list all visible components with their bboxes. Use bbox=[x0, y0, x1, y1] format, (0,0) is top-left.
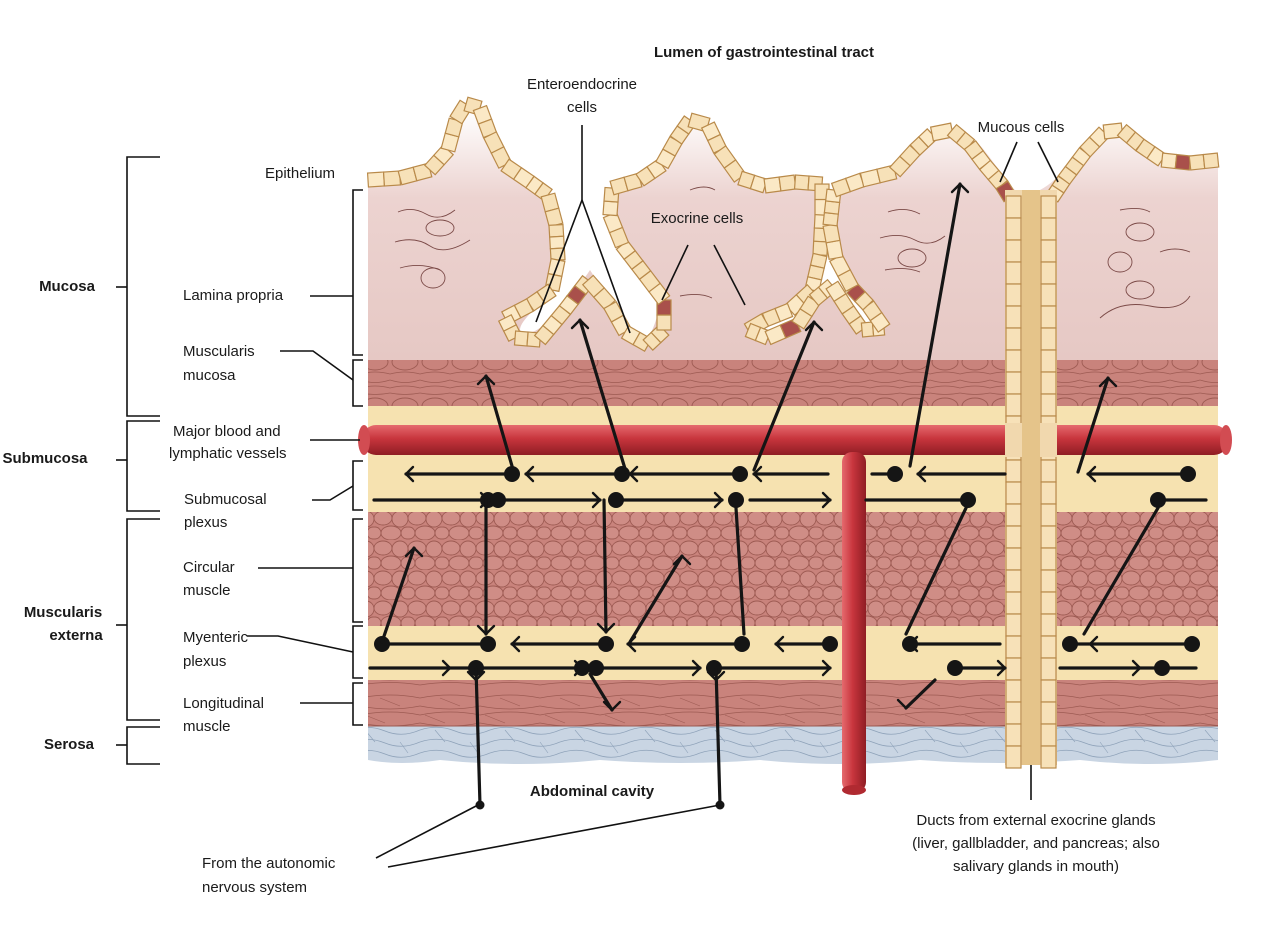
muscularis-mucosa-label-1: Muscularis bbox=[183, 343, 255, 360]
exocrine-duct bbox=[1005, 190, 1057, 769]
abdominal-cavity-label: Abdominal cavity bbox=[530, 783, 655, 800]
circular-muscle-label-2: muscle bbox=[183, 582, 231, 599]
labels: Lumen of gastrointestinal tract Abdomina… bbox=[2, 44, 1159, 896]
lumen-title: Lumen of gastrointestinal tract bbox=[654, 44, 874, 61]
muscularis-externa-label-2: externa bbox=[49, 627, 103, 644]
ducts-label-3: salivary glands in mouth) bbox=[953, 858, 1119, 875]
vertical-blood-vessel bbox=[842, 452, 866, 792]
epithelium-cells bbox=[366, 96, 1220, 352]
lumen-space bbox=[368, 101, 1218, 345]
exocrine-label: Exocrine cells bbox=[651, 210, 744, 227]
autonomic-label-1: From the autonomic bbox=[202, 855, 336, 872]
enteroendocrine-label-1: Enteroendocrine bbox=[527, 76, 637, 93]
submucosa-bracket bbox=[126, 420, 160, 512]
serosa-layer bbox=[368, 726, 1218, 764]
vessels-label-2: lymphatic vessels bbox=[169, 445, 287, 462]
ducts-label-1: Ducts from external exocrine glands bbox=[916, 812, 1155, 829]
longitudinal-muscle-label-1: Longitudinal bbox=[183, 695, 264, 712]
ducts-label-2: (liver, gallbladder, and pancreas; also bbox=[912, 835, 1160, 852]
mucosa-label: Mucosa bbox=[39, 278, 96, 295]
muscularis-externa-label-1: Muscularis bbox=[24, 604, 102, 621]
lamina-propria-label: Lamina propria bbox=[183, 287, 284, 304]
muscularis-mucosa-layer bbox=[368, 360, 1218, 406]
blood-vessels bbox=[358, 423, 1232, 795]
muscularis-mucosa-label-2: mucosa bbox=[183, 367, 236, 384]
autonomic-label-2: nervous system bbox=[202, 879, 307, 896]
enteroendocrine-label-2: cells bbox=[567, 99, 597, 116]
serosa-bracket bbox=[126, 726, 160, 765]
longitudinal-muscle-layer bbox=[368, 680, 1218, 726]
submucosa-label: Submucosa bbox=[2, 450, 88, 467]
connective-tissue-squiggles bbox=[394, 186, 1191, 319]
mucosa-bracket bbox=[126, 156, 160, 417]
longitudinal-muscle-label-2: muscle bbox=[183, 718, 231, 735]
vessels-label-1: Major blood and bbox=[173, 423, 281, 440]
myenteric-plexus-layer bbox=[368, 626, 1218, 680]
submucosal-plexus-label-2: plexus bbox=[184, 514, 227, 531]
horizontal-blood-vessel bbox=[362, 425, 1228, 455]
leader-lines bbox=[116, 125, 1059, 868]
submucosal-plexus-label-1: Submucosal bbox=[184, 491, 267, 508]
myenteric-plexus-label-1: Myenteric bbox=[183, 629, 249, 646]
enteric-nerves bbox=[368, 182, 1208, 810]
muscularis-externa-bracket bbox=[126, 518, 160, 721]
circular-muscle-layer bbox=[368, 512, 1218, 626]
circular-muscle-label-1: Circular bbox=[183, 559, 235, 576]
mucous-label: Mucous cells bbox=[978, 119, 1065, 136]
serosa-label: Serosa bbox=[44, 736, 95, 753]
myenteric-plexus-label-2: plexus bbox=[183, 653, 226, 670]
epithelium-label: Epithelium bbox=[265, 165, 335, 182]
